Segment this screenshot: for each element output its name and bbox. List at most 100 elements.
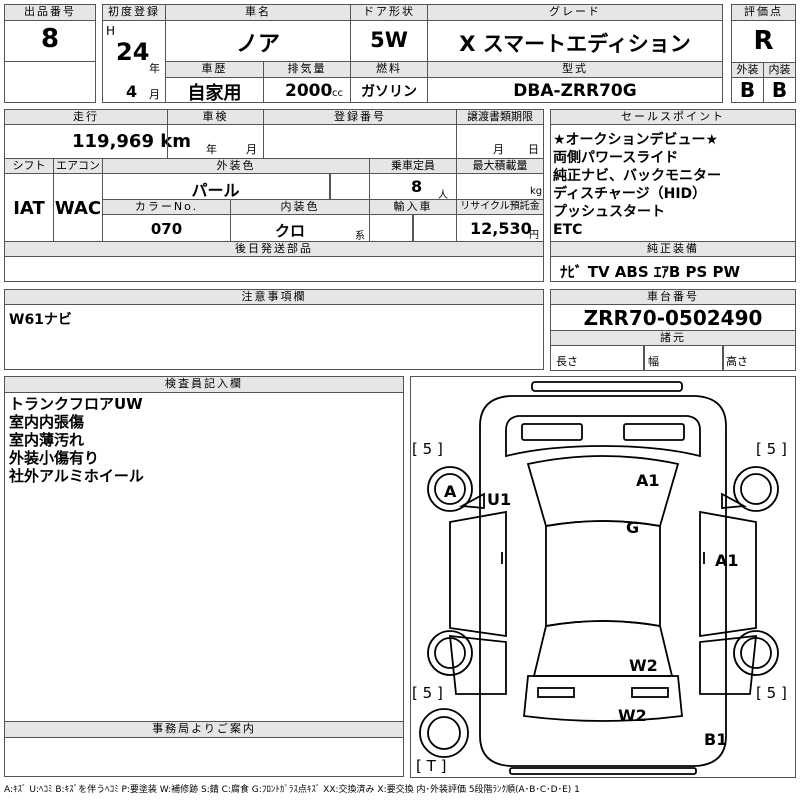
sales-point-item: プッシュスタート — [553, 204, 665, 220]
first-reg-label: 初度登録 — [102, 4, 166, 21]
tire-right-rear-value: 5 — [766, 684, 777, 702]
shift-label: シフト — [4, 158, 54, 174]
model-value: DBA-ZRR70G — [513, 81, 637, 101]
damage-mark-a: A — [444, 482, 457, 501]
inspection-month: 月 — [246, 143, 257, 156]
era-letter: H — [106, 24, 116, 38]
inspector-note: トランクフロアUW — [9, 395, 143, 413]
tire-left-front-value: 5 — [422, 440, 433, 458]
import-label: 輸入車 — [369, 199, 457, 215]
car-diagram-frame — [410, 376, 796, 778]
mileage-label: 走行 — [4, 109, 168, 125]
transfer-label: 譲渡書類期限 — [456, 109, 544, 125]
sales-point-label: セールスポイント — [550, 109, 796, 125]
capacity-unit: 人 — [438, 190, 448, 201]
car-name-value: ノア — [235, 32, 280, 57]
recycle-value: 12,530 — [470, 219, 532, 238]
lot-no-label: 出品番号 — [4, 4, 96, 21]
lot-no-lower — [4, 61, 96, 103]
chassis-label: 車台番号 — [550, 289, 796, 305]
car-diagram — [419, 381, 779, 775]
doors-value: 5W — [370, 28, 408, 52]
displacement-value: 2000 — [285, 81, 333, 101]
ext-color-value: パール — [191, 181, 240, 200]
sales-point-list: ★オークションデビュー★ 両側パワースライド 純正ナビ、バックモニター ディスチ… — [553, 131, 721, 239]
sales-point-item: 純正ナビ、バックモニター — [553, 168, 721, 184]
reg-no-box — [263, 124, 457, 159]
interior-score: B — [771, 78, 788, 102]
damage-mark-b1: B1 — [704, 730, 728, 749]
ext-color-label: 外装色 — [102, 158, 370, 174]
model-box — [427, 77, 723, 103]
inspector-list: トランクフロアUW 室内内張傷 室内薄汚れ 外装小傷有り 社外アルミホイール — [9, 395, 144, 485]
capacity-value: 8 — [411, 177, 423, 196]
max-load-label: 最大積載量 — [456, 158, 544, 174]
ext-color-divider — [329, 173, 331, 200]
inspection-label: 車検 — [167, 109, 264, 125]
fuel-label: 燃料 — [350, 61, 428, 78]
score-value: R — [753, 26, 774, 56]
aircon-label: エアコン — [53, 158, 103, 174]
tire-right-rear: [ 5 ] — [756, 684, 787, 702]
inspector-note: 室内内張傷 — [9, 413, 85, 431]
damage-mark-g: G — [626, 518, 640, 537]
height-label: 高さ — [726, 355, 748, 368]
doors-label: ドア形状 — [350, 4, 428, 21]
history-label: 車歴 — [165, 61, 264, 78]
interior-label: 内装 — [763, 62, 796, 78]
import-divider — [412, 214, 414, 242]
inspector-note: 室内薄汚れ — [9, 431, 85, 449]
tire-right-front-value: 5 — [766, 440, 777, 458]
spare-tire: [ T ] — [416, 757, 447, 775]
cc-unit: cc — [332, 88, 343, 99]
fuel-value: ガソリン — [361, 84, 417, 100]
tire-right-front: [ 5 ] — [756, 440, 787, 458]
notes-value: W61ナビ — [9, 312, 72, 328]
exterior-label: 外装 — [731, 62, 764, 78]
damage-mark-a1-hood: A1 — [636, 471, 660, 490]
aircon-value: WAC — [54, 198, 102, 219]
tire-left-front: [ 5 ] — [412, 440, 443, 458]
sales-point-item: ★オークションデビュー★ — [553, 132, 719, 148]
grade-value: X スマートエディション — [459, 32, 691, 56]
car-name-label: 車名 — [165, 4, 351, 21]
inspector-note: 外装小傷有り — [9, 449, 100, 467]
first-reg-month: 4 — [126, 82, 138, 101]
int-color-label: 内装色 — [230, 199, 370, 215]
grade-label: グレード — [427, 4, 723, 21]
damage-mark-a1-right: A1 — [715, 551, 739, 570]
sales-point-item: 両側パワースライド — [553, 150, 679, 166]
exterior-score: B — [739, 78, 756, 102]
dims-divider-2 — [722, 345, 724, 371]
recycle-label: リサイクル預託金 — [456, 199, 544, 215]
width-label: 幅 — [648, 355, 659, 368]
damage-mark-u1: U1 — [487, 490, 512, 509]
color-no-label: カラーNo. — [102, 199, 231, 215]
displacement-label: 排気量 — [263, 61, 351, 78]
spare-tire-value: T — [426, 757, 436, 775]
month-suffix: 月 — [149, 88, 160, 101]
office-label: 事務局よりご案内 — [4, 721, 404, 738]
history-value: 自家用 — [187, 83, 242, 104]
lot-no-value: 8 — [40, 24, 60, 54]
model-label: 型式 — [427, 61, 723, 78]
inspector-note: 社外アルミホイール — [9, 467, 144, 485]
int-color-value: クロ — [274, 222, 305, 240]
chassis-value: ZRR70-0502490 — [583, 306, 763, 330]
genuine-label: 純正装備 — [550, 241, 796, 257]
max-load-unit: kg — [530, 186, 543, 197]
year-suffix: 年 — [149, 62, 160, 75]
mileage-value: 119,969 km — [72, 131, 191, 152]
first-reg-year: 24 — [116, 38, 150, 66]
score-label: 評価点 — [731, 4, 796, 21]
capacity-label: 乗車定員 — [369, 158, 457, 174]
length-label: 長さ — [556, 355, 578, 368]
sales-point-item: ETC — [553, 222, 583, 238]
int-color-suffix: 系 — [355, 231, 365, 242]
dims-divider-1 — [643, 345, 645, 371]
damage-legend: A:ｷｽﾞ U:ﾍｺﾐ B:ｷｽﾞを伴うﾍｺﾐ P:要塗装 W:補修跡 S:錆 … — [4, 785, 580, 795]
genuine-box — [550, 256, 796, 282]
notes-box — [4, 304, 544, 370]
transfer-month: 月 — [493, 143, 504, 156]
tire-left-rear: [ 5 ] — [412, 684, 443, 702]
